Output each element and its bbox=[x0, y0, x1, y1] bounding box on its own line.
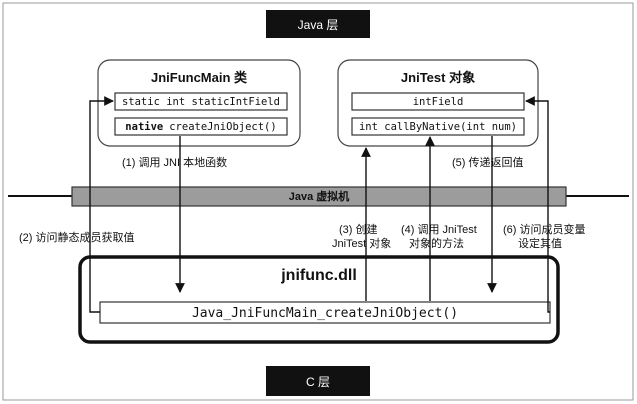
step1-label: (1) 调用 JNI 本地函数 bbox=[122, 155, 227, 169]
native-keyword: native bbox=[125, 121, 163, 133]
int-field-box bbox=[351, 92, 525, 111]
step5-label: (5) 传递返回值 bbox=[452, 155, 524, 169]
step2-arrow bbox=[89, 96, 114, 313]
jni-test-title: JniTest 对象 bbox=[401, 70, 475, 85]
static-int-field-text: static int staticIntField bbox=[122, 96, 280, 108]
c-layer-label: C 层 bbox=[266, 366, 370, 396]
step4-label-line1: (4) 调用 JniTest bbox=[401, 223, 477, 236]
create-jni-object-box bbox=[114, 117, 288, 136]
create-jni-object-method: createJniObject() bbox=[169, 121, 276, 133]
call-by-native-box bbox=[351, 117, 525, 136]
java-vm-bar: Java 虚拟机 bbox=[71, 186, 567, 207]
step3-label-line1: (3) 创建 bbox=[339, 222, 378, 236]
step2-label: (2) 访问静态成员获取值 bbox=[19, 230, 135, 244]
java-layer-label: Java 层 bbox=[266, 10, 370, 38]
int-field-text: intField bbox=[413, 96, 464, 108]
jni-func-main-title: JniFuncMain 类 bbox=[151, 70, 248, 85]
call-by-native-text: int callByNative(int num) bbox=[359, 121, 517, 133]
jnifunc-dll-container: jnifunc.dll Java_JniFuncMain_createJniOb… bbox=[78, 255, 560, 344]
java-layer-text: Java 层 bbox=[298, 18, 339, 32]
jni-func-main-class: JniFuncMain 类 static int staticIntField … bbox=[97, 59, 301, 147]
native-method-signature: native createJniObject() bbox=[125, 121, 276, 133]
java-vm-label: Java 虚拟机 bbox=[289, 189, 350, 203]
step3-label-line2: JniTest 对象 bbox=[332, 236, 391, 250]
jni-test-object: JniTest 对象 intField int callByNative(int… bbox=[337, 59, 539, 147]
step6-label-line2: 设定其值 bbox=[518, 236, 562, 250]
step6-label-line1: (6) 访问成员变量 bbox=[503, 222, 586, 236]
native-function-name: Java_JniFuncMain_createJniObject() bbox=[192, 306, 458, 321]
jnifunc-dll-title: jnifunc.dll bbox=[280, 267, 357, 284]
step4-label-line2: 对象的方法 bbox=[409, 236, 464, 250]
step6-arrow bbox=[525, 96, 550, 313]
c-layer-text: C 层 bbox=[306, 375, 330, 389]
static-int-field-box bbox=[114, 92, 288, 111]
